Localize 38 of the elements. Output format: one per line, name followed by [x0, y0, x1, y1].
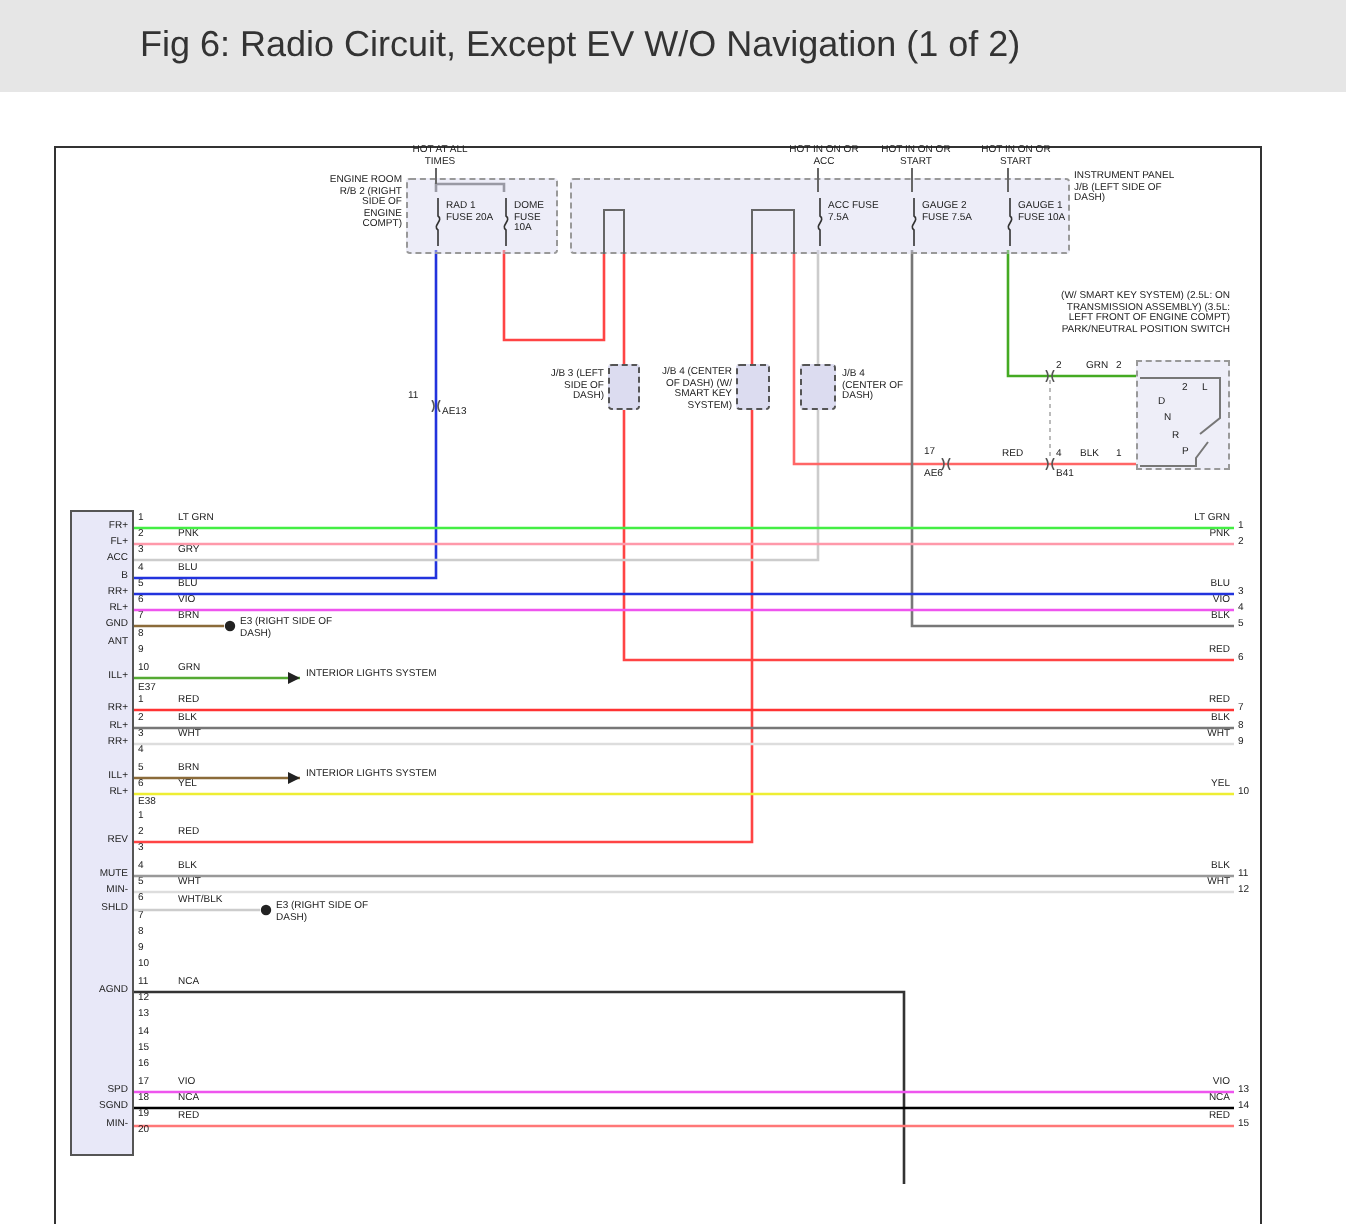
wire [134, 772, 300, 784]
wire [134, 908, 260, 912]
wire [134, 526, 1234, 530]
wire [792, 254, 1136, 466]
wire [134, 542, 1234, 546]
switch-box [1136, 360, 1230, 470]
wire [134, 890, 1234, 894]
figure-title: Fig 6: Radio Circuit, Except EV W/O Navigation (1 of 2) [140, 24, 1021, 66]
radio-unit-box [70, 510, 134, 1156]
connector-symbol [736, 364, 770, 410]
wire [134, 410, 820, 562]
wire [134, 592, 1234, 596]
wire [816, 250, 820, 364]
wire [134, 874, 1234, 878]
wire [134, 990, 906, 1184]
wire [134, 742, 1234, 746]
connector-symbol [608, 364, 640, 410]
wire [134, 708, 1234, 712]
wire [750, 254, 754, 364]
wire [134, 672, 300, 684]
wire [910, 250, 1234, 628]
wire [622, 410, 1234, 662]
wire [134, 1106, 1234, 1110]
wire [134, 792, 1234, 796]
wire [134, 250, 438, 580]
connector-symbol [800, 364, 836, 410]
wire [134, 1090, 1234, 1094]
wire [434, 182, 506, 192]
wire [134, 608, 1234, 612]
junction-block-box [570, 178, 1070, 254]
wire [502, 250, 606, 342]
wire [134, 410, 754, 844]
wire [134, 726, 1234, 730]
junction-block-box [406, 178, 558, 254]
wire [134, 624, 224, 628]
wire [1006, 250, 1136, 378]
wire [134, 1124, 1234, 1128]
wire [622, 254, 626, 364]
